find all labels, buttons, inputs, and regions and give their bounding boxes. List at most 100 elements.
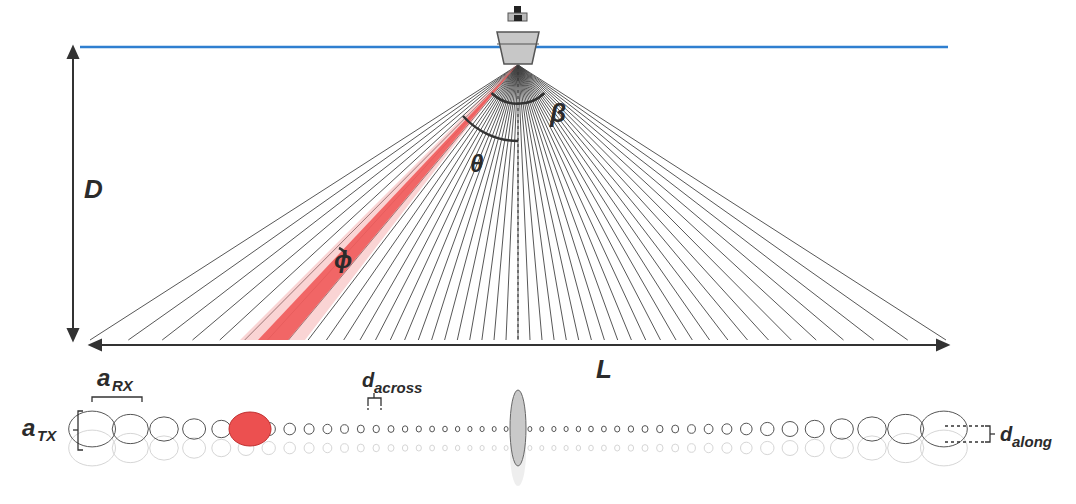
dimension-arrows [68, 47, 948, 350]
footprint-ellipse [615, 426, 620, 432]
swath-width-label: L [596, 356, 612, 382]
footprint-shadow [504, 446, 508, 451]
footprint-ellipse [492, 427, 496, 432]
beam-fan [90, 65, 946, 340]
beam-ray [518, 65, 816, 340]
footprint-shadow [373, 444, 379, 451]
footprint-shadow [782, 441, 798, 456]
footprint-ellipse [455, 426, 459, 431]
footprint-ellipse [357, 425, 364, 433]
footprint-ellipse [212, 420, 231, 437]
footprint-ellipse [388, 426, 394, 433]
beam-ray [405, 65, 518, 340]
footprint-shadow [688, 444, 696, 453]
footprint-shadow [112, 433, 148, 462]
footprint-ellipse [805, 420, 824, 437]
beam-ray [518, 65, 908, 340]
footprint-shadow [589, 445, 594, 451]
footprint-shadow [455, 445, 459, 450]
dimension-subscript: along [1012, 434, 1052, 449]
footprint-ellipse [112, 414, 148, 443]
footprint-ellipse [150, 417, 179, 441]
footprint-shadow [528, 446, 532, 451]
footprint-ellipse [830, 419, 853, 439]
footprint-ellipse [782, 422, 798, 437]
beam-ray [518, 65, 676, 340]
beam-ray [162, 65, 518, 340]
footprint-shadow [657, 444, 663, 451]
beam-ray [457, 65, 518, 340]
angle-arcs [339, 93, 545, 258]
beam-ray [518, 65, 844, 340]
footprint-ellipse [564, 426, 568, 431]
footprint-ellipse [602, 426, 607, 432]
brackets [73, 393, 995, 450]
footprint-shadow [69, 430, 116, 466]
dimension-subscript: RX [112, 378, 133, 393]
footprint-ellipse [540, 427, 544, 432]
footprint-ellipse [69, 411, 116, 447]
footprint-shadow [552, 445, 556, 450]
footprint-shadow [704, 443, 713, 452]
beam-ray [518, 65, 579, 340]
beam-ray [220, 65, 518, 340]
footprint-ellipse [657, 425, 663, 432]
beam-ray [418, 65, 518, 340]
footprint-ellipse [576, 426, 580, 431]
footprint-ellipse [468, 426, 472, 431]
footprint-ellipse [323, 424, 332, 433]
footprint-ellipse [341, 425, 349, 434]
footprint-shadow [858, 436, 887, 460]
dimension-symbol: a [97, 366, 110, 390]
footprint-ellipse [430, 426, 435, 432]
footprint-shadow [921, 430, 968, 466]
footprint-ellipse [741, 423, 753, 435]
dimension-symbol: d [1000, 424, 1012, 444]
footprint-ellipse [888, 414, 924, 443]
beam-ray [518, 65, 591, 340]
footprint-shadow [888, 433, 924, 462]
footprint-shadow [602, 445, 607, 451]
footprint-shadow [642, 445, 648, 452]
footprint-shadow [564, 445, 568, 450]
footprint-shadow [741, 442, 753, 454]
beam-ray [326, 65, 518, 340]
footprint-ellipse [304, 424, 314, 434]
beamwidth-label: ϕ [334, 248, 352, 272]
footprint-ellipse [402, 426, 407, 432]
swath-angle-label: β [550, 100, 566, 126]
dimension-subscript: across [374, 380, 422, 395]
footprint-ellipse [183, 419, 206, 439]
beam-ray [482, 65, 518, 340]
beam-ray [518, 65, 631, 340]
footprint-ellipse [443, 426, 448, 432]
footprint-shadow [805, 439, 824, 456]
footprint-ellipse [642, 426, 648, 433]
footprint-ellipse [688, 425, 696, 434]
footprint-shadow [468, 445, 472, 450]
beam-ray [518, 65, 769, 340]
beam-ray [193, 65, 519, 340]
footprint-shadow [388, 445, 394, 452]
beam-ray [518, 65, 791, 340]
footprint-shadow [443, 445, 448, 451]
nadir-line [518, 66, 519, 340]
footprint-ellipse [761, 422, 774, 435]
beam-angle-label: θ [470, 152, 483, 176]
dimension-symbol: d [362, 370, 374, 390]
footprint-shadow [341, 444, 349, 453]
footprint-shadow [628, 445, 633, 451]
footprint-ellipse [722, 424, 732, 434]
footprint-shadow [212, 439, 231, 456]
footprint-ellipse [284, 423, 296, 435]
footprint-shadow [672, 444, 679, 452]
footprint-shadow [540, 446, 544, 451]
footprint-shadow [150, 436, 179, 460]
footprint-ellipse [589, 426, 594, 432]
footprint-shadow [284, 442, 296, 454]
beam-ray [518, 65, 661, 340]
footprint-shadow [304, 443, 314, 453]
beam-ray [518, 65, 542, 340]
beam-ray [518, 65, 692, 340]
